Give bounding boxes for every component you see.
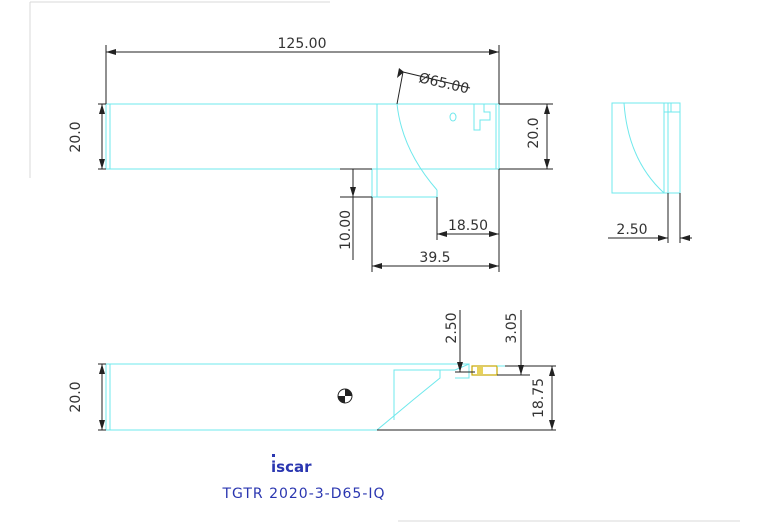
dim-bottom-height-left: 20.0: [68, 363, 106, 431]
coolant-hole: [449, 112, 457, 122]
part-number: TGTR 2020-3-D65-IQ: [221, 486, 385, 502]
overall-length-label: 125.00: [278, 36, 327, 52]
dim-head-offset: 10.00: [338, 168, 372, 260]
insert-depth-label: 3.05: [504, 312, 520, 343]
groove-length-label: 18.50: [448, 218, 488, 234]
bottom-height-right-label: 18.75: [531, 378, 547, 418]
dim-groove-length: 18.50: [436, 169, 500, 240]
brand-logo: iscar: [271, 454, 312, 476]
insert: [471, 365, 498, 376]
dim-insert-depth: 3.05: [497, 310, 530, 376]
dim-overall-length: 125.00: [105, 36, 500, 104]
dim-head-length: 39.5: [371, 197, 500, 272]
end-width-label: 2.50: [616, 222, 647, 238]
dim-bottom-height-right: 18.75: [377, 365, 556, 431]
top-view: [105, 103, 500, 198]
dim-shank-height-right: 20.0: [499, 103, 553, 170]
head-lower-profile: [371, 169, 438, 198]
bottom-height-left-label: 20.0: [68, 381, 84, 412]
bolt-symbol: [337, 388, 353, 404]
insert-width-label: 2.50: [444, 312, 460, 343]
shank-height-right-label: 20.0: [526, 117, 542, 148]
sheet-border: [29, 1, 740, 522]
groove-notch: [473, 104, 491, 131]
bottom-view: [105, 363, 520, 431]
logo-text: iscar: [271, 458, 312, 476]
diameter-label: Ø65.00: [417, 70, 470, 97]
head-length-label: 39.5: [419, 250, 450, 266]
head-offset-label: 10.00: [338, 210, 354, 250]
dim-shank-height-left: 20.0: [68, 103, 106, 170]
end-view: [611, 102, 681, 194]
dim-diameter: Ø65.00: [396, 68, 470, 105]
shank-body: [105, 103, 500, 170]
dim-end-width: 2.50: [608, 193, 692, 243]
cutting-arc: [396, 103, 438, 191]
shank-height-left-label: 20.0: [68, 121, 84, 152]
dim-insert-width: 2.50: [444, 310, 475, 373]
